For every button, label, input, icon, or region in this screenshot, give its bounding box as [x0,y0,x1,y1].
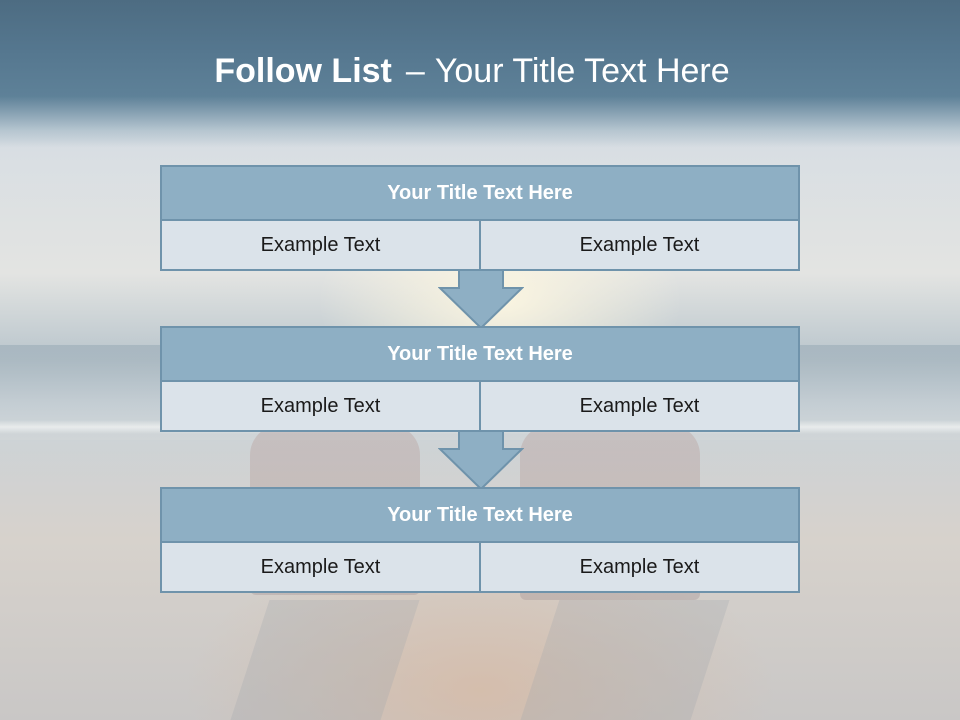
slide-title: Follow List–Your Title Text Here [0,52,944,91]
slide-title-bold: Follow List [214,52,392,90]
block-cell-right: Example Text [481,221,800,271]
block-row: Example Text Example Text [160,221,800,271]
block-cell-left: Example Text [160,543,481,593]
flow-block-2: Your Title Text Here Example Text Exampl… [160,326,800,432]
header-band [0,0,960,148]
block-cell-right: Example Text [481,382,800,432]
block-cell-left: Example Text [160,221,481,271]
slide-title-rest: Your Title Text Here [434,52,730,90]
block-title: Your Title Text Here [160,326,800,382]
flow-block-3: Your Title Text Here Example Text Exampl… [160,487,800,593]
down-arrow-icon [438,270,524,330]
flow-block-1: Your Title Text Here Example Text Exampl… [160,165,800,271]
down-arrow-icon [438,431,524,491]
block-row: Example Text Example Text [160,543,800,593]
block-cell-right: Example Text [481,543,800,593]
block-title: Your Title Text Here [160,487,800,543]
block-row: Example Text Example Text [160,382,800,432]
block-cell-left: Example Text [160,382,481,432]
slide-title-dash: – [405,52,425,90]
block-title: Your Title Text Here [160,165,800,221]
